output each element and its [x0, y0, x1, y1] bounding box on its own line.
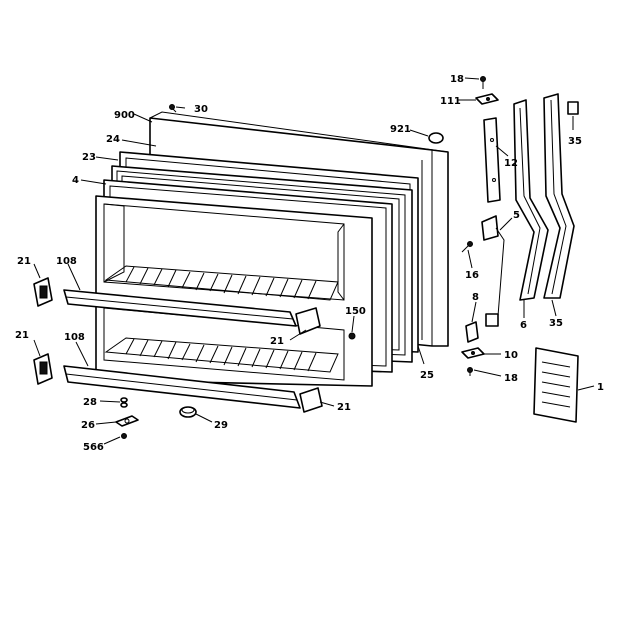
callout-16: 16	[465, 270, 479, 281]
callout-10: 10	[504, 350, 518, 361]
callout-23: 23	[82, 152, 96, 163]
callout-150: 150	[345, 306, 366, 317]
callout-111: 111	[440, 96, 461, 107]
spacer-28	[120, 397, 128, 408]
handle-6	[513, 99, 549, 301]
shelf-bar-lower	[63, 365, 323, 413]
callout-29: 29	[214, 420, 228, 431]
screw-30	[169, 104, 177, 113]
callout-25: 25	[420, 370, 434, 381]
callout-35: 35	[549, 318, 563, 329]
end-cap-lower-left	[33, 353, 53, 385]
callout-8: 8	[472, 292, 479, 303]
booklet-1	[533, 347, 579, 423]
callout-1: 1	[597, 382, 604, 393]
screw-18-top	[480, 76, 486, 89]
callout-108: 108	[56, 256, 77, 267]
callout-566: 566	[83, 442, 104, 453]
shelf-bar-upper	[63, 289, 321, 335]
plug-921	[428, 132, 444, 144]
clip-150	[348, 332, 356, 340]
callout-24: 24	[106, 134, 120, 145]
callout-108: 108	[64, 332, 85, 343]
callout-5: 5	[513, 210, 520, 221]
callout-12: 12	[504, 158, 518, 169]
hinge-111	[475, 93, 499, 105]
block-8	[465, 321, 479, 343]
hinge-10	[461, 347, 485, 359]
screw-566	[121, 433, 127, 439]
callout-28: 28	[83, 397, 97, 408]
callout-900: 900	[114, 110, 135, 121]
callout-921: 921	[390, 124, 411, 135]
callout-4: 4	[72, 175, 79, 186]
callout-18: 18	[504, 373, 518, 384]
screw-16	[461, 241, 473, 253]
callout-6: 6	[520, 320, 527, 331]
bracket-12	[483, 117, 501, 203]
callout-21: 21	[270, 336, 284, 347]
handle-35	[543, 93, 575, 299]
leader-lines	[33, 77, 595, 445]
callout-26: 26	[81, 420, 95, 431]
screw-18-bottom	[467, 367, 473, 376]
cap-35	[567, 101, 579, 115]
hinge-5	[481, 215, 505, 327]
callout-18: 18	[450, 74, 464, 85]
door-liner-inner	[95, 195, 373, 387]
callout-21: 21	[337, 402, 351, 413]
callout-21: 21	[17, 256, 31, 267]
callout-35: 35	[568, 136, 582, 147]
callout-30: 30	[194, 104, 208, 115]
plug-29	[179, 406, 197, 418]
callout-21: 21	[15, 330, 29, 341]
end-cap-upper-left	[33, 277, 53, 307]
callout-labels: 18 30 111 900 921 24 35 23 12 4 5 21 108…	[15, 74, 604, 453]
cam-26	[115, 415, 139, 427]
